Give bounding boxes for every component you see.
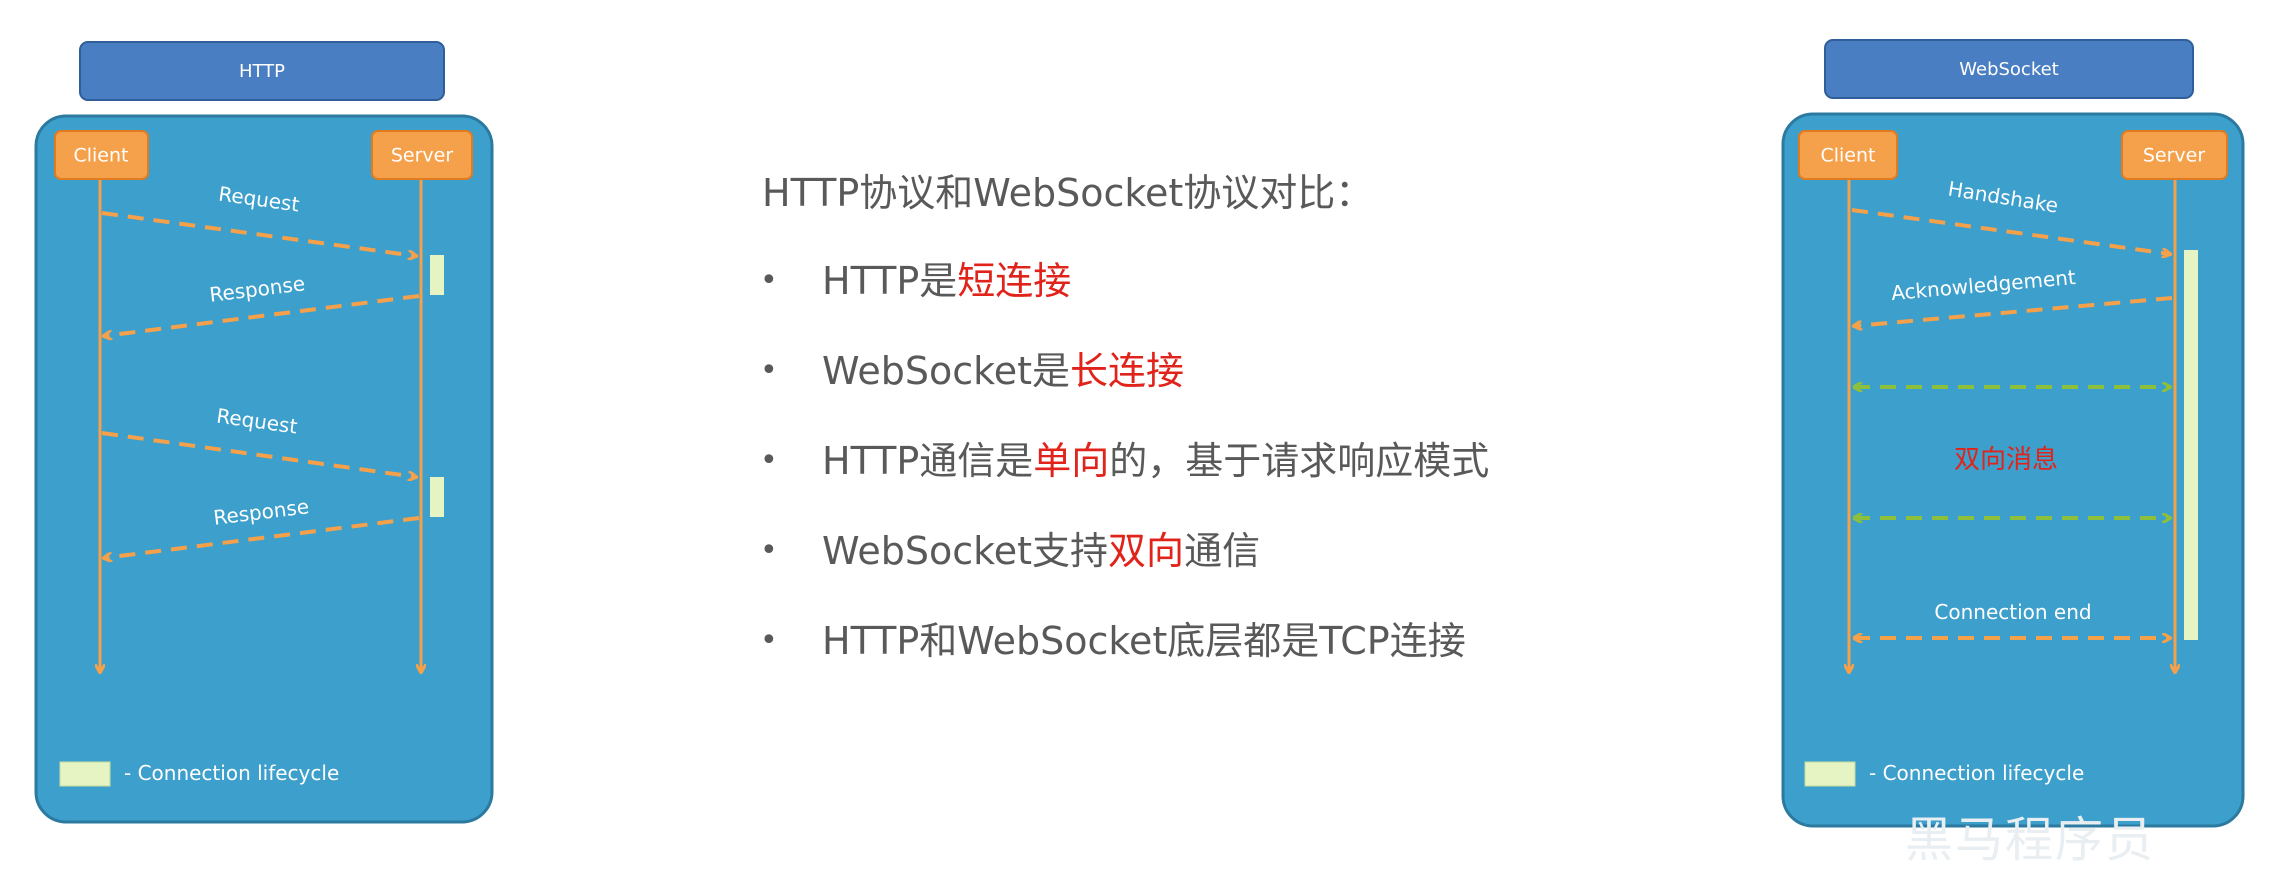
item-text: WebSocket支持 bbox=[822, 529, 1109, 573]
ws-server-label: Server bbox=[2143, 145, 2205, 167]
ws-handshake-arrow bbox=[1851, 208, 2170, 254]
item-highlight: 单向 bbox=[1033, 439, 1110, 483]
websocket-diagram: WebSocket Client Server Handshake Acknow… bbox=[1760, 0, 2277, 847]
item-text-after: 通信 bbox=[1184, 529, 1261, 573]
item-text: HTTP是 bbox=[822, 259, 958, 303]
comparison-list: HTTP是短连接 WebSocket是长连接 HTTP通信是单向的，基于请求响应… bbox=[760, 256, 1660, 666]
http-lifecycle-bar-2 bbox=[430, 477, 444, 517]
http-legend-text: - Connection lifecycle bbox=[124, 761, 339, 785]
http-panel bbox=[34, 114, 494, 824]
ws-middle-label: 双向消息 bbox=[1954, 445, 2058, 475]
ws-lifecycle-bar bbox=[2184, 250, 2198, 640]
http-server-label: Server bbox=[391, 145, 453, 167]
comparison-item: HTTP通信是单向的，基于请求响应模式 bbox=[760, 436, 1660, 486]
ws-server-box bbox=[2121, 130, 2228, 180]
item-text-after: 的，基于请求响应模式 bbox=[1109, 439, 1490, 483]
websocket-diagram-svg: WebSocket Client Server Handshake Acknow… bbox=[1781, 39, 2245, 828]
comparison-section: HTTP协议和WebSocket协议对比： HTTP是短连接 WebSocket… bbox=[760, 168, 1660, 706]
ws-title-box bbox=[1824, 39, 2194, 99]
item-highlight: 双向 bbox=[1108, 529, 1185, 573]
comparison-heading: HTTP协议和WebSocket协议对比： bbox=[762, 171, 1374, 215]
http-diagram: HTTP Client Server Request Response Requ… bbox=[0, 0, 520, 847]
http-title: HTTP bbox=[239, 61, 285, 82]
http-response-arrow-1 bbox=[104, 294, 420, 336]
ws-msg-connection-end: Connection end bbox=[1934, 600, 2091, 624]
item-highlight: 长连接 bbox=[1070, 349, 1185, 393]
ws-title: WebSocket bbox=[1959, 59, 2059, 80]
item-text: HTTP和WebSocket底层都是TCP连接 bbox=[822, 619, 1466, 663]
ws-legend-swatch bbox=[1804, 761, 1856, 787]
ws-client-box bbox=[1798, 130, 1898, 180]
comparison-item: HTTP和WebSocket底层都是TCP连接 bbox=[760, 616, 1660, 666]
http-diagram-svg: HTTP Client Server Request Response Requ… bbox=[34, 41, 494, 824]
comparison-item: WebSocket是长连接 bbox=[760, 346, 1660, 396]
http-request-arrow-2 bbox=[101, 431, 416, 477]
http-request-arrow-1 bbox=[101, 211, 416, 256]
http-legend-swatch bbox=[59, 761, 111, 787]
item-text: WebSocket是 bbox=[822, 349, 1071, 393]
ws-ack-arrow bbox=[1854, 296, 2173, 326]
comparison-item: WebSocket支持双向通信 bbox=[760, 526, 1660, 576]
http-title-box bbox=[79, 41, 445, 101]
watermark: 黑马程序员 bbox=[1905, 812, 2156, 868]
item-highlight: 短连接 bbox=[957, 259, 1072, 303]
http-server-box bbox=[371, 130, 473, 180]
ws-legend-text: - Connection lifecycle bbox=[1869, 761, 2084, 785]
ws-panel bbox=[1781, 112, 2245, 828]
http-client-box bbox=[54, 130, 149, 180]
http-client-label: Client bbox=[73, 145, 128, 167]
item-text: HTTP通信是 bbox=[822, 439, 1034, 483]
http-lifecycle-bar-1 bbox=[430, 255, 444, 295]
http-response-arrow-2 bbox=[104, 516, 420, 558]
ws-client-label: Client bbox=[1820, 145, 1875, 167]
comparison-item: HTTP是短连接 bbox=[760, 256, 1660, 306]
